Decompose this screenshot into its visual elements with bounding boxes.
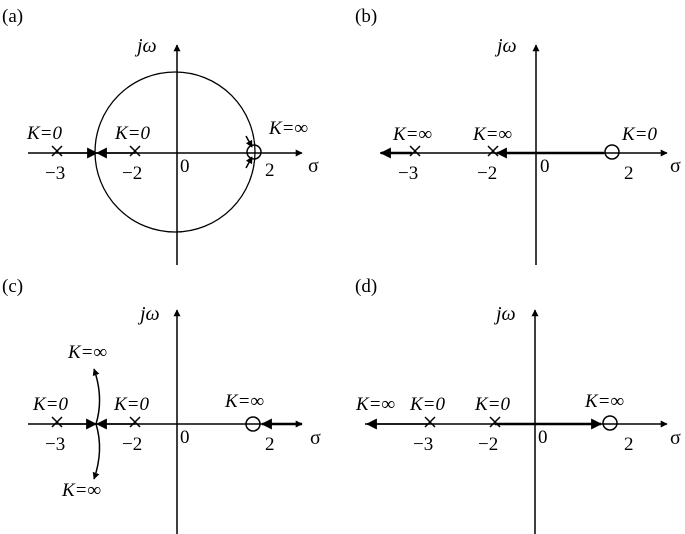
panel-a-tick-m2: −2 bbox=[122, 163, 142, 184]
panel-c-zero-2 bbox=[245, 416, 261, 432]
panel-c-tick-p2: 2 bbox=[265, 434, 275, 455]
panel-a-circular-locus bbox=[94, 71, 256, 233]
panel-d-origin-label: 0 bbox=[538, 427, 548, 448]
panel-c-tick-m2: −2 bbox=[122, 434, 142, 455]
panel-c-kinf-top: K=∞ bbox=[67, 342, 107, 363]
panel-c-origin-label: 0 bbox=[180, 427, 190, 448]
panel-b-pole-m2 bbox=[487, 145, 499, 157]
panel-a-y-axis-label: jω bbox=[134, 35, 157, 57]
panel-a: (a) jω σ 0 −3 −2 2 K=0 K=0 K=∞ bbox=[2, 6, 319, 265]
panel-d-tick-p2: 2 bbox=[624, 434, 634, 455]
panel-d-kinf-zero: K=∞ bbox=[584, 391, 624, 412]
panel-d-k0-right: K=0 bbox=[474, 394, 510, 415]
panel-d-k0-left: K=0 bbox=[409, 394, 445, 415]
panel-a-tick-m3: −3 bbox=[45, 163, 65, 184]
panel-c-tick-m3: −3 bbox=[45, 434, 65, 455]
panel-c-kinf-bottom: K=∞ bbox=[61, 480, 101, 501]
panel-a-arrow-bottom-to-zero bbox=[245, 156, 253, 169]
panel-a-kinf: K=∞ bbox=[268, 118, 308, 139]
panel-c-label: (c) bbox=[2, 276, 23, 297]
panel-b-y-axis-label: jω bbox=[494, 35, 517, 57]
panel-d: (d) jω σ 0 −3 −2 2 K=∞ K=0 K=0 K=∞ bbox=[355, 276, 681, 534]
panel-b-label: (b) bbox=[355, 6, 377, 27]
panel-a-x-axis-label: σ bbox=[308, 155, 319, 177]
panel-b-tick-m2: −2 bbox=[477, 163, 497, 184]
panel-a-arrow-top-to-zero bbox=[245, 135, 253, 148]
panel-c-branch-down bbox=[92, 423, 101, 480]
panel-b: (b) jω σ 0 −3 −2 2 K=∞ K=∞ K=0 bbox=[355, 6, 681, 265]
panel-c-y-axis-label: jω bbox=[137, 303, 160, 325]
panel-d-label: (d) bbox=[355, 276, 377, 297]
panel-c-pole-m3 bbox=[51, 416, 63, 428]
panel-c-k0-left: K=0 bbox=[32, 394, 68, 415]
panel-a-pole-m2 bbox=[129, 145, 141, 157]
panel-d-y-axis-label: jω bbox=[493, 303, 516, 325]
panel-a-pole-m3 bbox=[51, 145, 63, 157]
panel-c-pole-m2 bbox=[129, 416, 141, 428]
panel-d-zero-2 bbox=[602, 415, 618, 431]
panel-a-label: (a) bbox=[2, 6, 23, 27]
panel-b-pole-m3 bbox=[409, 145, 421, 157]
panel-c: (c) jω σ 0 −3 −2 2 K=∞ K=∞ K=0 K=0 K=∞ bbox=[2, 276, 321, 534]
panel-a-origin-label: 0 bbox=[180, 156, 190, 177]
panel-a-k0-right: K=0 bbox=[114, 123, 150, 144]
panel-b-zero-2 bbox=[604, 144, 620, 160]
panel-b-origin-label: 0 bbox=[540, 156, 550, 177]
panel-b-x-axis-label: σ bbox=[670, 155, 681, 177]
panel-b-tick-p2: 2 bbox=[624, 163, 634, 184]
panel-b-kinf-right: K=∞ bbox=[472, 124, 512, 145]
panel-d-pole-m2 bbox=[489, 416, 501, 428]
panel-b-k0: K=0 bbox=[621, 124, 657, 145]
panel-d-tick-m2: −2 bbox=[478, 434, 498, 455]
panel-c-x-axis-label: σ bbox=[310, 427, 321, 449]
panel-a-k0-left: K=0 bbox=[26, 123, 62, 144]
panel-b-kinf-left: K=∞ bbox=[392, 124, 432, 145]
panel-c-k0-right: K=0 bbox=[113, 394, 149, 415]
panel-c-kinf-zero: K=∞ bbox=[224, 391, 264, 412]
panel-c-branch-up bbox=[92, 368, 101, 425]
panel-d-kinf-left: K=∞ bbox=[355, 394, 395, 415]
panel-d-tick-m3: −3 bbox=[413, 434, 433, 455]
panel-a-tick-p2: 2 bbox=[265, 160, 275, 181]
panel-a-zero-2 bbox=[246, 144, 262, 160]
panel-d-pole-m3 bbox=[424, 416, 436, 428]
panel-b-tick-m3: −3 bbox=[398, 163, 418, 184]
panel-d-x-axis-label: σ bbox=[670, 427, 681, 449]
